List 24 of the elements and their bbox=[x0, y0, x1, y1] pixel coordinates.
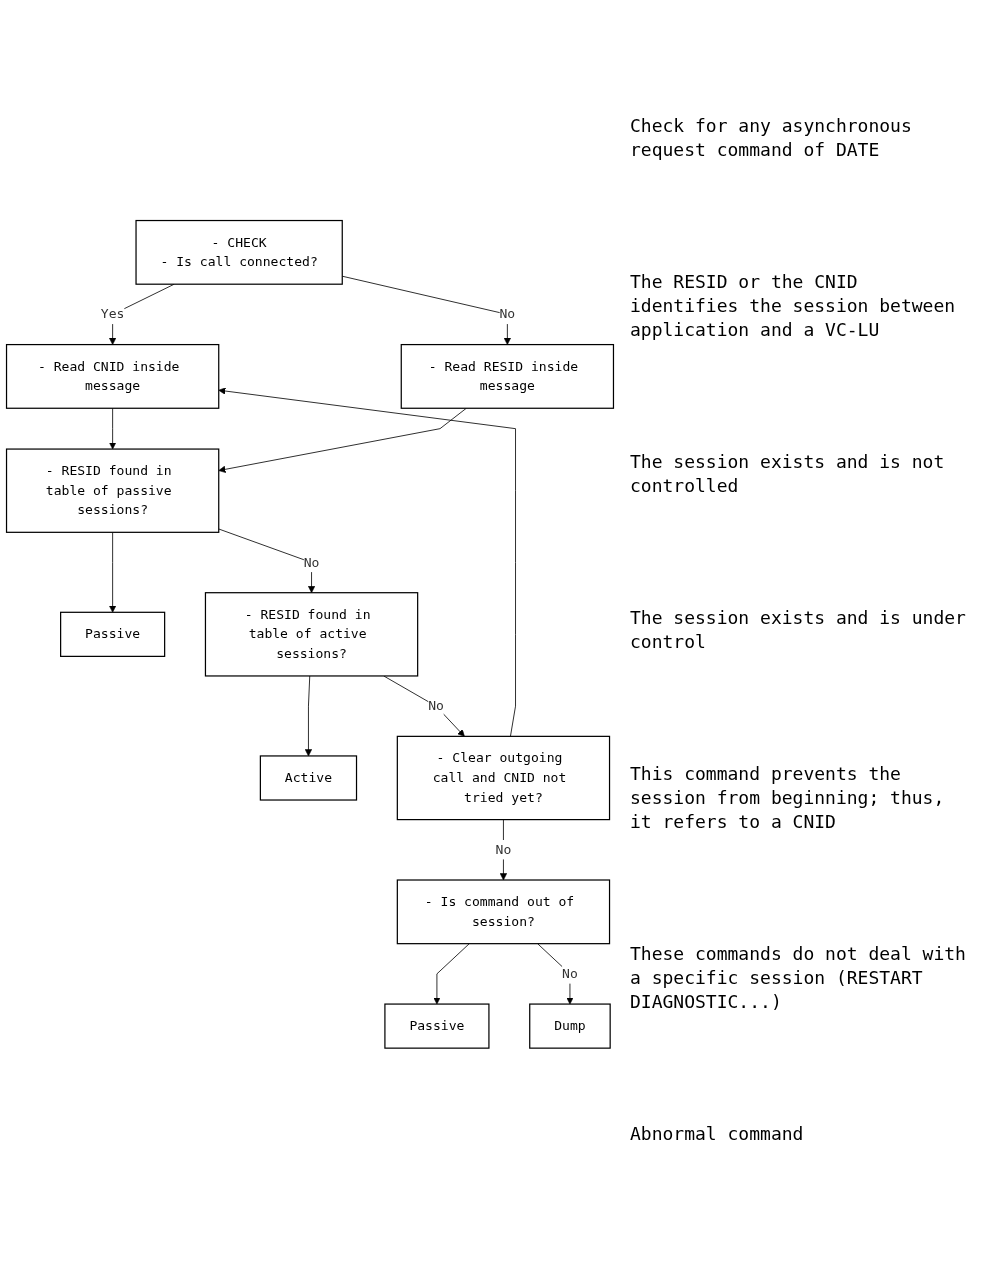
node-box: - Clear outgoing call and CNID not tried yet? bbox=[396, 735, 611, 821]
node-box: Passive bbox=[60, 611, 166, 658]
node-box: - RESID found in table of passive sessions? bbox=[5, 448, 220, 534]
note-text: The session exists and is under control bbox=[630, 605, 967, 654]
edge-label: No bbox=[562, 965, 578, 982]
note-text: The RESID or the CNID identifies the session between application and a VC-LU bbox=[630, 269, 957, 343]
node-box: - Read RESID inside message bbox=[400, 344, 615, 410]
node-box: Active bbox=[259, 755, 358, 801]
note-text: Check for any asynchronous request command of DATE bbox=[630, 113, 913, 162]
node-box: Passive bbox=[384, 1003, 490, 1049]
node-box: - Read CNID inside message bbox=[5, 344, 220, 410]
node-box: - RESID found in table of active sessions? bbox=[204, 592, 419, 677]
edge-label: No bbox=[303, 554, 320, 571]
note-text: Abnormal command bbox=[630, 1122, 805, 1146]
edge-label: No bbox=[428, 698, 444, 714]
node-box: - CHECK - Is call connected? bbox=[135, 220, 343, 285]
note-text: This command prevents the session from beginning; thus, it refers to a CNID bbox=[630, 761, 946, 835]
node-box: Dump bbox=[529, 1003, 611, 1049]
note-text: The session exists and is not controlled bbox=[630, 449, 946, 499]
edge-label: Yes bbox=[100, 306, 125, 322]
edge-label: No bbox=[499, 306, 516, 322]
node-box: - Is command out of session? bbox=[396, 879, 611, 945]
note-text: These commands do not deal with a specific session (RESTART DIAGNOSTIC...) bbox=[630, 941, 967, 1015]
edge-label: No bbox=[495, 841, 512, 858]
